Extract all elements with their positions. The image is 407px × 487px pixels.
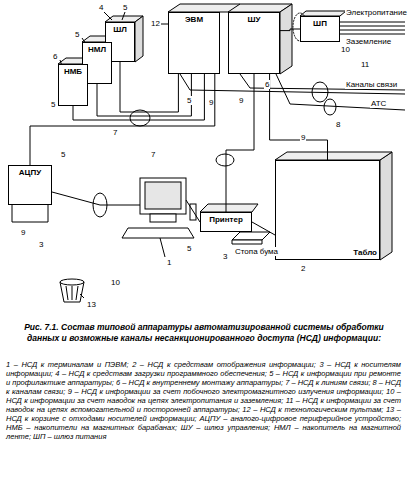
drawing-stroke xyxy=(276,74,405,110)
drawing-stroke xyxy=(60,279,84,285)
callout-number: 12 xyxy=(150,19,161,28)
drawing-stroke xyxy=(122,228,194,238)
device-label: Табло xyxy=(353,248,377,257)
drawing-stroke xyxy=(135,16,143,62)
drawing-stroke xyxy=(76,286,78,300)
drawing-stroke xyxy=(180,74,405,94)
drawing-stroke xyxy=(324,99,336,115)
callout-number: 5 xyxy=(60,150,66,159)
drawing-stroke xyxy=(104,12,112,20)
drawing-stroke xyxy=(140,178,186,214)
drawing-stroke xyxy=(80,294,84,298)
device-box: ШУ xyxy=(228,12,280,74)
drawing-stroke xyxy=(52,192,140,205)
callout-number: 5 xyxy=(50,100,56,109)
drawing-stroke xyxy=(186,200,200,222)
callout-number: 13 xyxy=(86,300,97,309)
callout-number: 10 xyxy=(340,45,351,54)
cable-connector xyxy=(226,74,254,212)
callout-number: 10 xyxy=(110,278,121,287)
drawing-stroke xyxy=(228,4,240,12)
drawing-stroke xyxy=(340,30,405,31)
drawing-stroke xyxy=(340,26,405,27)
callout-number: 7 xyxy=(112,128,118,137)
device-label: НМБ xyxy=(64,67,82,76)
device-label: НМЛ xyxy=(88,45,106,54)
device-label: ШП xyxy=(313,19,327,28)
device-box: АЦПУ xyxy=(8,165,52,205)
drawing-stroke xyxy=(275,152,392,160)
drawing-stroke xyxy=(216,154,234,166)
callout-number: 2 xyxy=(300,264,306,273)
line-label: Каналы связи xyxy=(345,80,398,89)
callout-number: 9 xyxy=(20,228,26,237)
device-label: ШУ xyxy=(247,15,260,24)
legend-text: 1 – НСД к терминалам и ПЭВМ; 2 – НСД к с… xyxy=(6,360,401,441)
drawing-stroke xyxy=(312,82,328,102)
device-label: ШЛ xyxy=(113,25,127,34)
drawing-stroke xyxy=(12,4,405,302)
cable-connector xyxy=(270,74,328,160)
device-box: ШП xyxy=(300,16,340,42)
callout-number: 6 xyxy=(52,52,58,61)
drawing-stroke xyxy=(226,74,254,212)
drawing-stroke xyxy=(200,204,258,212)
device-box: Табло xyxy=(275,160,380,260)
drawing-stroke xyxy=(280,29,300,31)
device-label: ЭВМ xyxy=(185,15,203,24)
drawing-stroke xyxy=(12,205,48,222)
callout-number: 9 xyxy=(238,96,244,105)
drawing-stroke xyxy=(190,204,196,220)
device-box: Принтер xyxy=(200,212,252,232)
device-label: Принтер xyxy=(209,215,243,224)
drawing-stroke xyxy=(122,12,125,20)
line-label: Заземление xyxy=(345,37,392,46)
callout-number: 5 xyxy=(74,30,80,39)
callout-number: 3 xyxy=(38,240,44,249)
callout-number: 7 xyxy=(150,150,156,159)
drawing-stroke xyxy=(280,4,292,74)
drawing-stroke xyxy=(340,22,405,23)
device-box: НМБ xyxy=(58,64,88,106)
callout-number: 9 xyxy=(208,98,214,107)
callout-number: 11 xyxy=(360,60,370,69)
drawing-stroke xyxy=(252,222,275,235)
callout-number: 6 xyxy=(264,80,270,89)
line-label: АТС xyxy=(370,99,387,108)
drawing-stroke xyxy=(160,238,165,257)
line-label: Электропитание xyxy=(345,8,407,17)
drawing-stroke xyxy=(270,74,328,160)
drawing-stroke xyxy=(93,193,107,217)
callout-number: 3 xyxy=(222,252,228,261)
device-label: АЦПУ xyxy=(19,168,41,177)
callout-number: 5 xyxy=(186,96,192,105)
drawing-stroke xyxy=(380,152,392,260)
drawing-stroke xyxy=(340,34,405,35)
cable-connector xyxy=(280,29,300,31)
callout-number: 1 xyxy=(166,258,172,267)
drawing-stroke xyxy=(168,4,292,12)
callout-number: 4 xyxy=(98,3,104,12)
drawing-stroke xyxy=(150,214,176,222)
callout-number: 8 xyxy=(335,120,341,129)
drawing-stroke xyxy=(232,232,270,240)
callout-number: 9 xyxy=(300,133,306,142)
callout-number: 5 xyxy=(122,3,128,12)
device-box: ЭВМ xyxy=(168,12,220,74)
drawing-stroke xyxy=(145,182,181,209)
drawing-stroke xyxy=(232,240,262,244)
drawing-stroke xyxy=(66,286,68,300)
line-label: Стопа бума xyxy=(234,247,279,256)
callout-number: 5 xyxy=(186,244,192,253)
figure-caption: Рис. 7.1. Состав типовой аппаратуры авто… xyxy=(24,322,384,343)
drawing-stroke xyxy=(72,286,73,300)
